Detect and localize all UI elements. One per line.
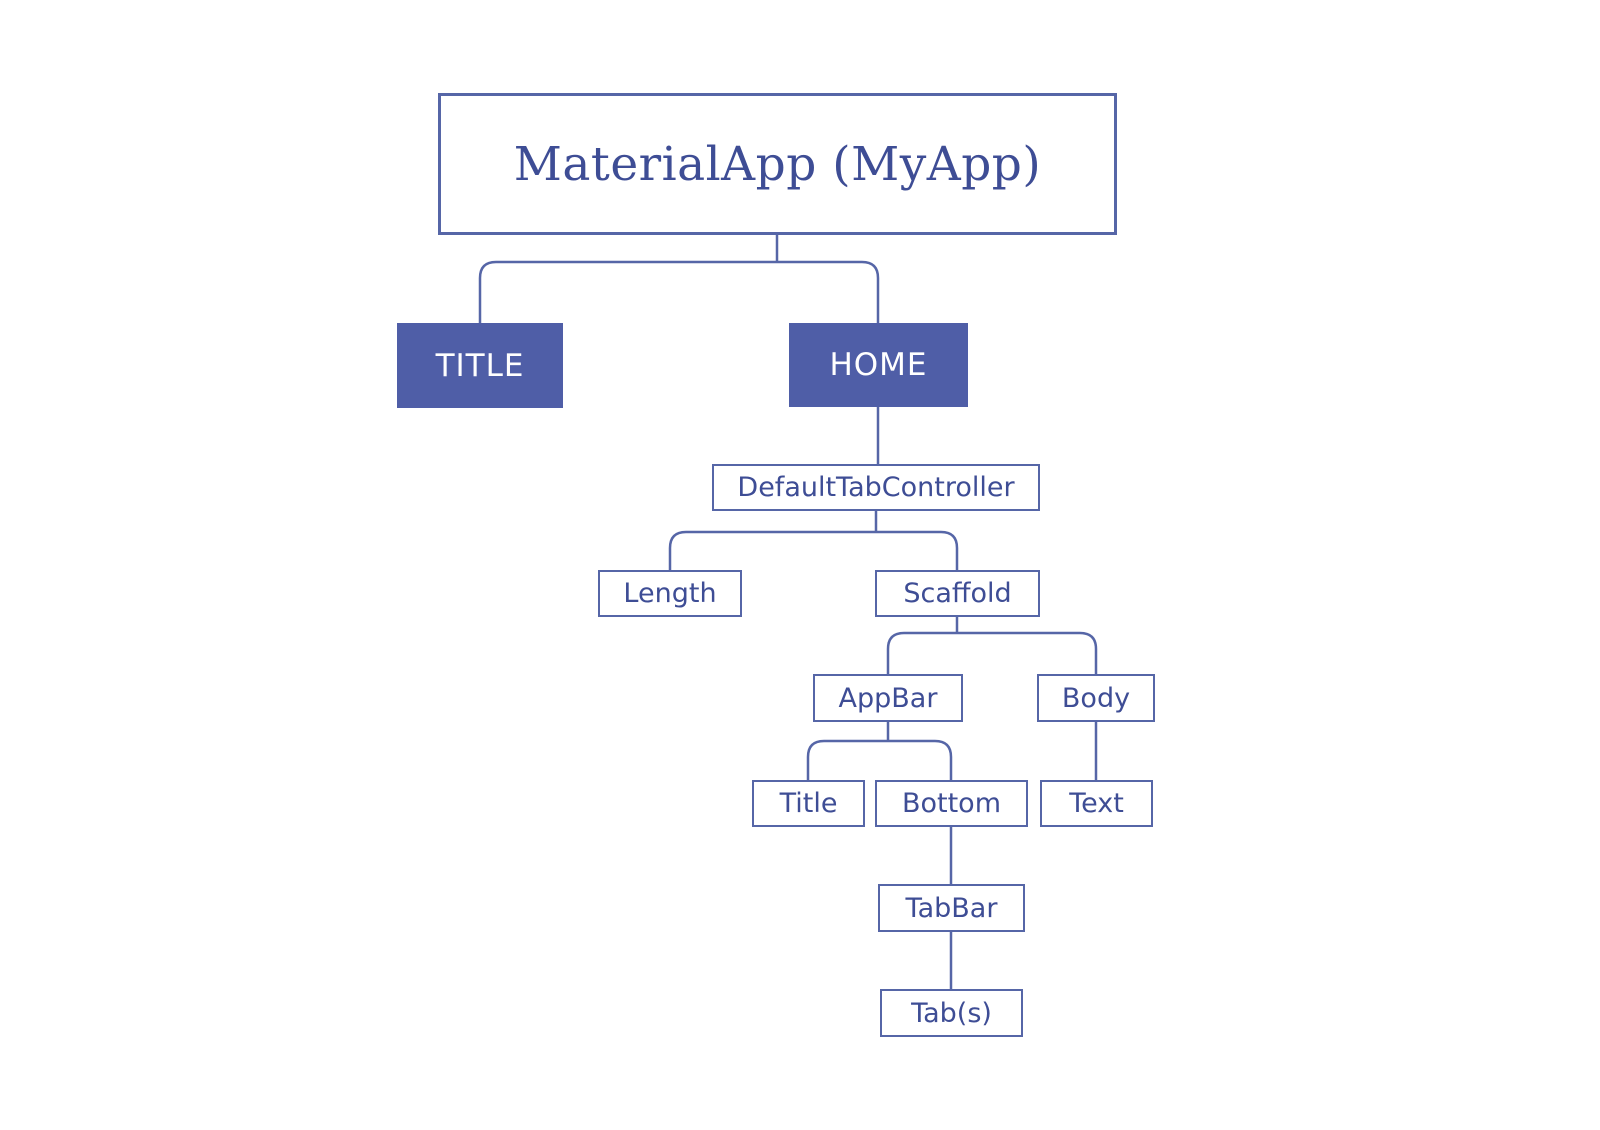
node-body-text: Text: [1040, 780, 1153, 827]
node-body: Body: [1037, 674, 1155, 722]
node-tabs: Tab(s): [880, 989, 1023, 1037]
node-appbar: AppBar: [813, 674, 963, 722]
edge-materialapp-children: [478, 260, 880, 323]
node-tabbar: TabBar: [878, 884, 1025, 932]
node-length: Length: [598, 570, 742, 617]
edge-dtc-children: [668, 530, 959, 570]
node-bottom: Bottom: [875, 780, 1028, 827]
edge-scaffold-children: [886, 631, 1098, 674]
node-scaffold: Scaffold: [875, 570, 1040, 617]
node-home-property: HOME: [789, 323, 968, 407]
edge-appbar-children: [806, 739, 953, 780]
node-defaulttabcontroller: DefaultTabController: [712, 464, 1040, 511]
node-title-property: TITLE: [397, 323, 563, 408]
node-materialapp: MaterialApp (MyApp): [438, 93, 1117, 235]
node-appbar-title: Title: [752, 780, 865, 827]
